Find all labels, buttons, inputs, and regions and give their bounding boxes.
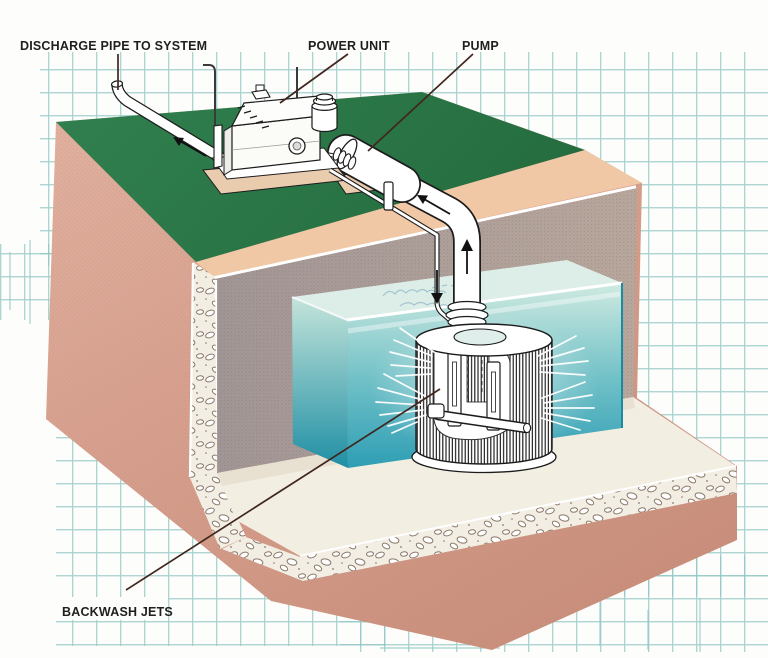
power-unit [202, 84, 349, 195]
tank-left-face [292, 297, 348, 468]
backwash-jets-spray [375, 327, 595, 434]
filter-top-opening [453, 328, 507, 346]
arrow-riser-up [461, 239, 473, 274]
topsoil-band [196, 150, 642, 277]
labels: DISCHARGE PIPE TO SYSTEM POWER UNIT PUMP… [20, 39, 499, 619]
label-backing [52, 597, 168, 620]
flow-arrows [173, 137, 473, 304]
side-bracket [213, 124, 223, 169]
gravel-lining-front [222, 465, 737, 581]
vent-slots [237, 105, 270, 129]
arrow-discharge-upleft [173, 137, 207, 157]
label-discharge-pipe: DISCHARGE PIPE TO SYSTEM [20, 39, 207, 53]
inner-screen-patch [466, 355, 490, 403]
grid-stray-lines [9, 240, 701, 652]
filter-cylinder [411, 323, 557, 474]
leader-lines [117, 53, 474, 591]
gravel-lining-left [188, 262, 246, 549]
pit-edge-highlight [213, 185, 637, 280]
pipe-clamp [383, 181, 394, 211]
leader-backwash-jets [125, 388, 441, 591]
label-power-unit: POWER UNIT [308, 39, 390, 53]
arrow-supply-down [431, 270, 443, 304]
tank-edge-highlight [346, 281, 623, 322]
oil-canister [311, 93, 338, 133]
arrow-suction-upleft [417, 195, 451, 215]
label-backwash-jets: BACKWASH JETS [62, 605, 173, 619]
label-pump: PUMP [462, 39, 499, 53]
leader-power-unit [279, 53, 349, 104]
bottom-manifold-pipe [427, 403, 532, 434]
leader-pump [367, 53, 474, 152]
